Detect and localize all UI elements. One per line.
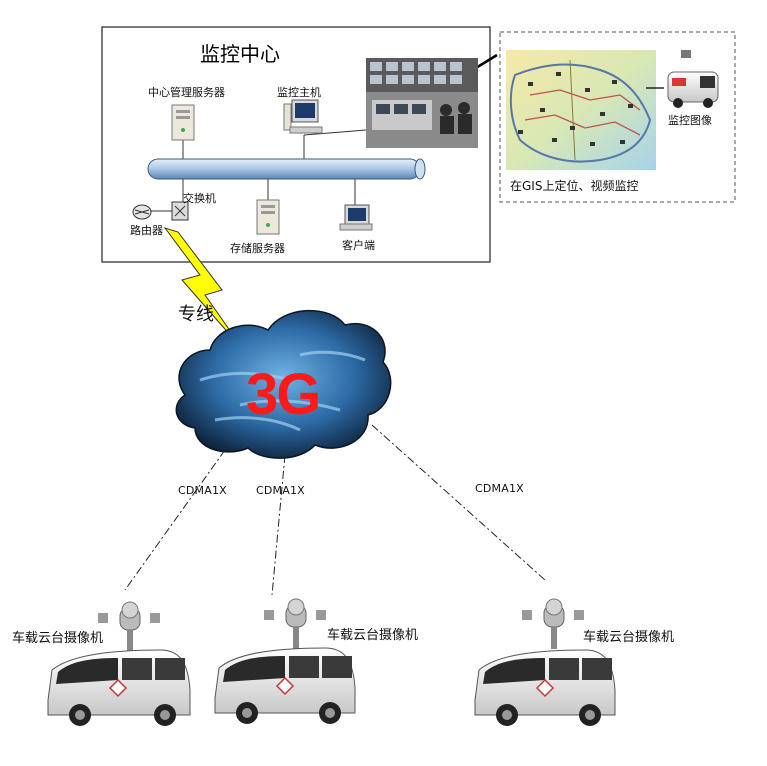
monitor-host-label: 监控主机 <box>277 86 321 99</box>
mgmt-server-label: 中心管理服务器 <box>148 86 225 99</box>
client-icon <box>339 204 373 231</box>
storage-server-icon <box>256 199 280 235</box>
network-bus <box>147 158 426 180</box>
center-title: 监控中心 <box>200 42 280 66</box>
dedicated-line-label: 专线 <box>178 304 214 325</box>
cdma-label-2: CDMA1X <box>256 484 305 497</box>
router-icon <box>132 204 152 220</box>
vehicle-3-label: 车载云台摄像机 <box>583 630 675 645</box>
switch-icon <box>171 201 189 221</box>
switch-label: 交换机 <box>183 192 216 205</box>
ambulance-image <box>667 50 719 108</box>
gis-caption: 在GIS上定位、视频监控 <box>510 179 639 193</box>
cdma-label-3: CDMA1X <box>475 482 524 495</box>
center-links <box>150 129 367 212</box>
cloud-3g <box>175 309 392 459</box>
dedicated-line-bolt <box>163 227 246 353</box>
cdma-label-1: CDMA1X <box>178 484 227 497</box>
client-label: 客户端 <box>342 239 375 252</box>
vehicle-3-image <box>474 598 616 726</box>
control-room-photo <box>366 58 478 148</box>
mgmt-server-icon <box>171 104 195 141</box>
cloud-3g-label: 3G <box>246 362 319 427</box>
vehicle-1-label: 车载云台摄像机 <box>12 631 104 646</box>
vehicle-2-label: 车载云台摄像机 <box>327 628 419 643</box>
gis-map <box>506 50 656 170</box>
monitor-image-label: 监控图像 <box>668 114 712 127</box>
vehicle-1-image <box>47 601 191 726</box>
monitor-host-icon <box>283 99 323 134</box>
router-label: 路由器 <box>130 224 163 237</box>
cdma-links <box>124 424 546 596</box>
storage-server-label: 存储服务器 <box>230 242 285 255</box>
vehicle-2-image <box>214 598 356 724</box>
